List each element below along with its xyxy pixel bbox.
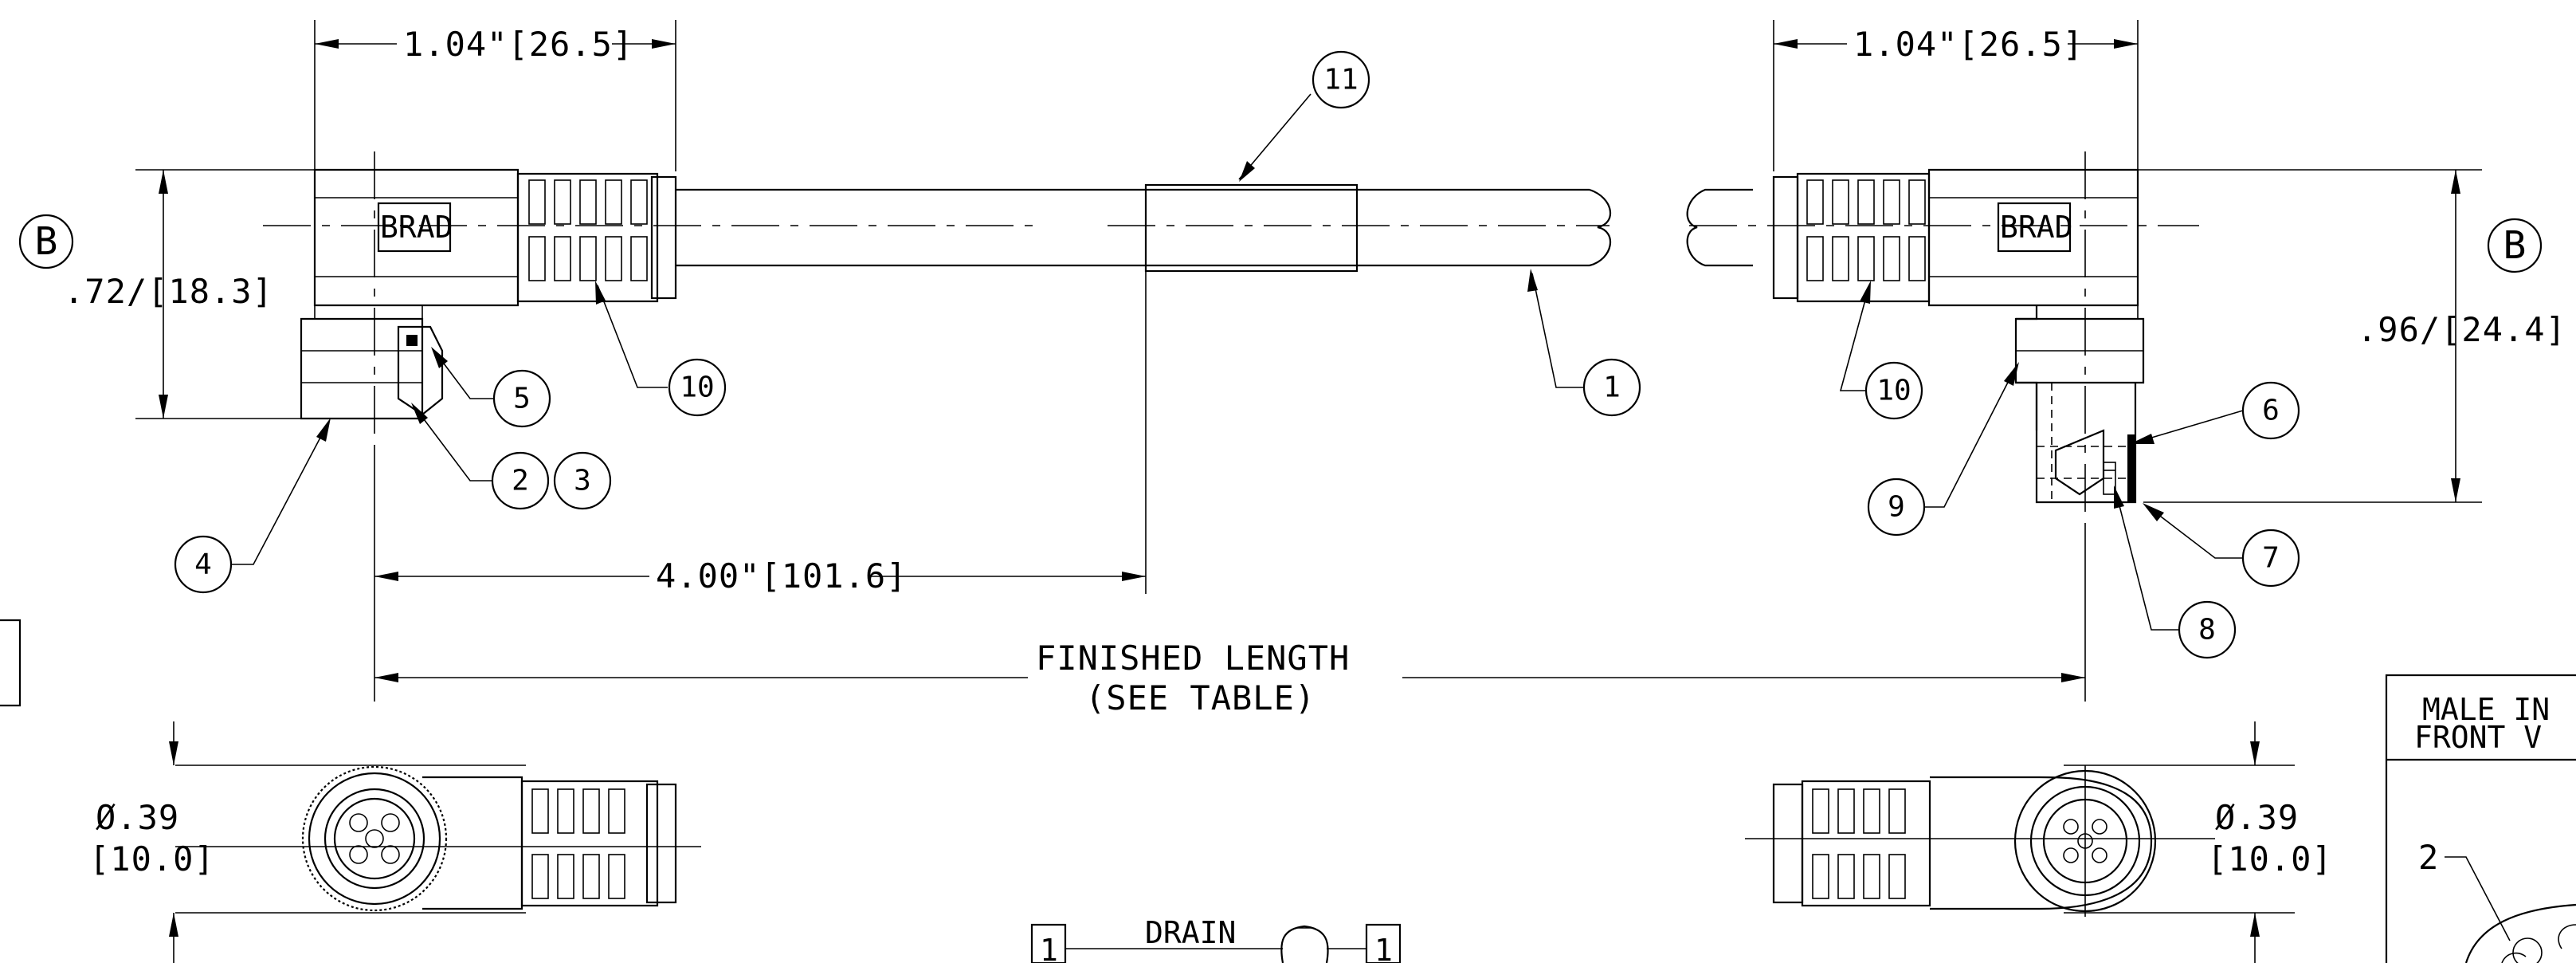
balloon-6: 6 [2262, 395, 2280, 427]
insert-view-subheader: FRONT V [2414, 720, 2542, 755]
cable-label-sleeve [1144, 183, 1359, 273]
balloon-10-left: 10 [680, 371, 714, 404]
finished-length-label: FINISHED LENGTH [1036, 639, 1350, 678]
finished-length-note: (SEE TABLE) [1085, 678, 1315, 717]
left-width-dimension: 1.04"[26.5] [314, 20, 676, 171]
balloon-1: 1 [1603, 371, 1621, 404]
drain-label: DRAIN [1145, 915, 1236, 950]
right-brand-mark: BRAD [2000, 210, 2073, 245]
callout-balloons: 11 1 10 10 5 2 3 4 [174, 50, 2300, 659]
right-height-label: .96/[24.4] [2357, 310, 2566, 349]
balloon-5: 5 [513, 383, 531, 415]
right-diameter-value: [10.0] [2207, 839, 2333, 878]
left-diameter-label: Ø.39 [96, 798, 179, 837]
balloon-4: 4 [194, 548, 212, 581]
finished-length-dimension: FINISHED LENGTH (SEE TABLE) [374, 526, 2086, 717]
wiring-schematic: 1 1 DRAIN [1030, 915, 1402, 963]
balloon-8: 8 [2198, 614, 2216, 647]
wiring-left-pin: 1 [1040, 933, 1058, 963]
balloon-10-right: 10 [1876, 375, 1911, 407]
right-width-dimension: 1.04"[26.5] [1773, 20, 2139, 171]
left-height-label: .72/[18.3] [64, 272, 273, 311]
left-brand-mark: BRAD [380, 210, 453, 245]
left-face-view: Ø.39 [10.0] [89, 721, 701, 963]
left-datum-label: B [35, 219, 58, 264]
right-diameter-label: Ø.39 [2215, 798, 2299, 837]
balloon-9: 9 [1888, 491, 1905, 524]
right-width-label: 1.04"[26.5] [1853, 25, 2084, 64]
balloon-3: 3 [574, 465, 591, 497]
right-strain-relief-ribs [1806, 179, 1926, 281]
balloon-7: 7 [2262, 542, 2280, 575]
right-datum-label: B [2503, 223, 2527, 268]
left-connector: BRAD [300, 168, 677, 420]
balloon-2: 2 [512, 465, 529, 497]
left-strain-relief-ribs [528, 179, 648, 281]
left-height-dimension: .72/[18.3] B [18, 169, 315, 419]
right-connector: BRAD [1772, 168, 2145, 504]
balloon-11: 11 [1323, 64, 1358, 96]
left-border-fragment [0, 619, 22, 707]
right-height-dimension: .96/[24.4] B [2138, 169, 2566, 503]
right-face-view: Ø.39 [10.0] [1745, 721, 2333, 963]
insert-pin-callout: 2 [2418, 838, 2439, 877]
male-insert-front-view: MALE IN FRONT V 2 [2385, 674, 2576, 963]
cable [676, 183, 1753, 273]
left-width-label: 1.04"[26.5] [403, 25, 633, 64]
wiring-right-pin: 1 [1374, 933, 1393, 963]
offset-length-label: 4.00"[101.6] [656, 556, 907, 595]
insert-view-header: MALE IN [2422, 692, 2550, 727]
offset-length-dimension: 4.00"[101.6] [374, 271, 1147, 702]
left-diameter-value: [10.0] [89, 839, 215, 878]
